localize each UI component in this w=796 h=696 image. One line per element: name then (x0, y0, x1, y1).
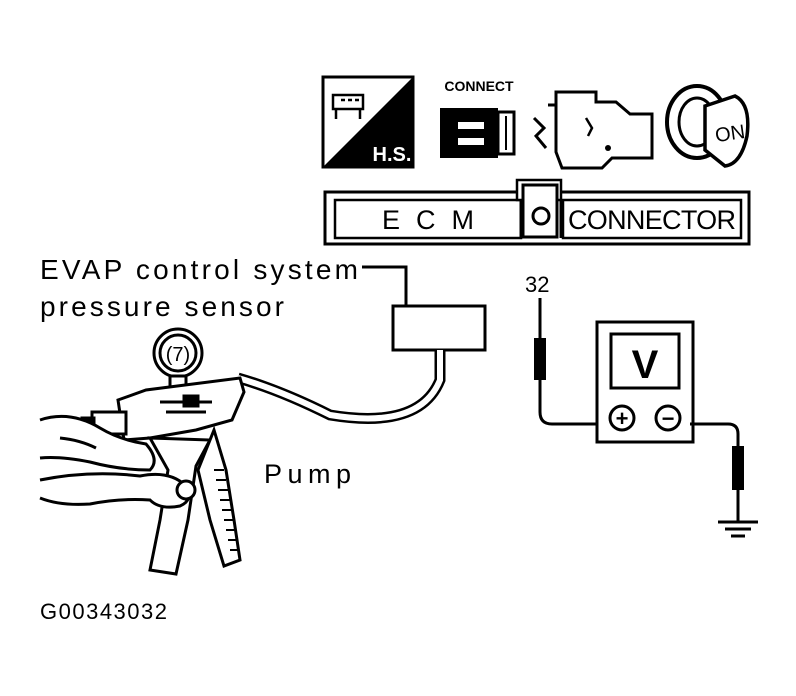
handset-label: H.S. (373, 144, 412, 166)
negative-terminal (654, 404, 682, 432)
ignition-on-label: ON (714, 121, 747, 147)
hand-pump-illustration: (7) (39, 327, 246, 576)
handset-icon: H.S. (321, 75, 415, 169)
sensor-label-line2: pressure sensor (40, 291, 284, 322)
terminal-symbol (531, 206, 551, 226)
positive-probe (534, 298, 600, 426)
voltmeter-display: V (632, 343, 659, 387)
ignition-key-icon: ON (665, 84, 750, 168)
pump-label: Pump (264, 459, 351, 489)
pressure-sensor-box (391, 304, 487, 352)
negative-sign: − (662, 406, 675, 431)
terminal-number: 32 (525, 272, 549, 297)
ecm-label: ECM (382, 205, 474, 235)
sensor-label-line1: EVAP control system (40, 254, 358, 285)
voltmeter: V + − (595, 320, 695, 444)
ecm-connector: ECM CONNECTOR (323, 178, 751, 246)
positive-terminal (608, 404, 636, 432)
svg-text:(7): (7) (166, 344, 190, 366)
connector-label: CONNECTOR (568, 205, 736, 235)
figure-id: G00343032 (40, 599, 167, 624)
positive-sign: + (616, 406, 629, 431)
ground-probe (690, 422, 744, 522)
engine-icon (532, 90, 654, 170)
connect-label: CONNECT (444, 78, 514, 94)
ground-icon (718, 520, 758, 538)
connect-plug-icon: CONNECT (440, 78, 516, 158)
sensor-leader-line (362, 265, 408, 306)
